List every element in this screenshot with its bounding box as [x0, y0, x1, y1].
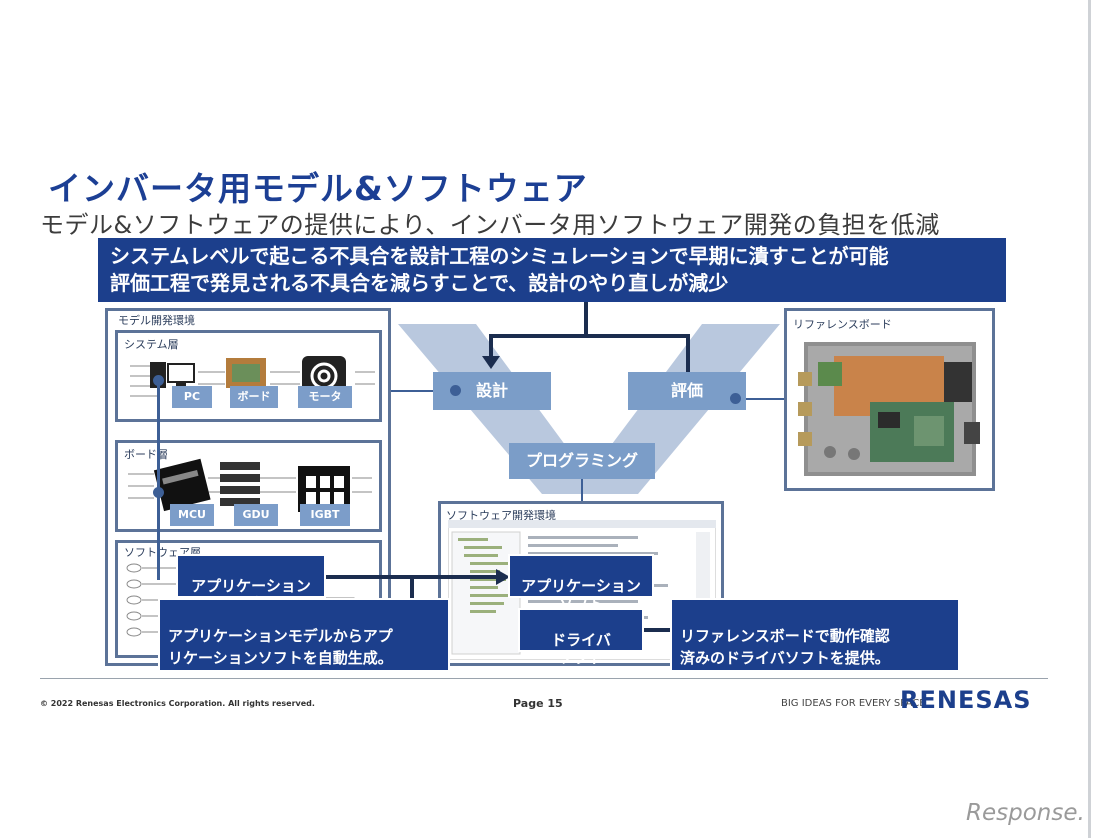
- connector-to-design: [489, 334, 493, 360]
- design-label: 設計: [475, 381, 508, 400]
- driver-software-label: ドライバ ソフト: [551, 631, 611, 667]
- connector-to-evaluation: [686, 334, 690, 374]
- programming-box: プログラミング: [509, 443, 655, 479]
- evaluation-dot: [730, 393, 741, 404]
- slide-subtitle: モデル&ソフトウェアの提供により、インバータ用ソフトウェア開発の負担を低減: [40, 211, 940, 239]
- chip-gdu: GDU: [234, 504, 278, 526]
- chip-mcu: MCU: [170, 504, 214, 526]
- callout-auto-generation: アプリケーションモデルからアプ リケーションソフトを自動生成。 プログラミングの…: [158, 598, 450, 689]
- design-dot: [450, 385, 461, 396]
- callout-left-connector: [410, 575, 414, 601]
- banner-line-2: 評価工程で発見される不具合を減らすことで、設計のやり直しが減少: [110, 271, 729, 295]
- v-process-shape: [398, 324, 780, 494]
- company-tagline: BIG IDEAS FOR EVERY SPACE: [781, 698, 926, 709]
- right-edge-rule: [1088, 0, 1091, 838]
- copyright-text: © 2022 Renesas Electronics Corporation. …: [40, 699, 315, 708]
- reference-board-photo: [798, 342, 980, 476]
- model-layers-connector: [157, 380, 160, 580]
- programming-label: プログラミング: [525, 451, 638, 470]
- chip-board: ボード: [230, 386, 278, 408]
- chip-igbt: IGBT: [300, 504, 350, 526]
- programming-to-software-line: [581, 479, 583, 503]
- evaluation-to-reference-line: [746, 398, 786, 400]
- reference-board-title: リファレンスボード: [793, 318, 892, 331]
- driver-software-box: ドライバ ソフト: [518, 608, 644, 667]
- application-model-box: アプリケーション モデル: [176, 554, 326, 613]
- connector-dot-board: [153, 487, 164, 498]
- banner-line-1: システムレベルで起こる不具合を設計工程のシミュレーションで早期に潰すことが可能: [110, 244, 889, 268]
- driver-callout-connector: [644, 628, 672, 632]
- callout-driver-software-text: リファレンスボードで動作確認 済みのドライバソフトを提供。 プログラミングの負担…: [680, 627, 890, 689]
- footer-divider: [40, 678, 1048, 679]
- callout-driver-software: リファレンスボードで動作確認 済みのドライバソフトを提供。 プログラミングの負担…: [670, 598, 960, 689]
- connector-dot-system: [153, 375, 164, 386]
- arrow-down-to-design-icon: [482, 356, 500, 369]
- chip-pc: PC: [172, 386, 212, 408]
- renesas-logo: RENESAS: [900, 686, 1032, 714]
- chip-motor: モータ: [298, 386, 352, 408]
- application-software-box: アプリケーション ソフト: [508, 554, 654, 613]
- callout-auto-generation-text: アプリケーションモデルからアプ リケーションソフトを自動生成。 プログラミングの…: [168, 627, 393, 689]
- software-dev-environment-title: ソフトウェア開発環境: [446, 509, 556, 522]
- page-number: Page 15: [513, 697, 563, 710]
- model-to-design-line: [391, 390, 435, 392]
- banner-connector-horizontal: [491, 334, 689, 338]
- system-layer-title: システム層: [124, 338, 179, 351]
- banner-connector-vertical: [584, 302, 588, 337]
- model-dev-environment-title: モデル開発環境: [118, 314, 195, 327]
- evaluation-box: 評価: [628, 372, 746, 410]
- summary-banner: システムレベルで起こる不具合を設計工程のシミュレーションで早期に潰すことが可能 …: [98, 238, 1006, 302]
- app-generation-arrow-head-icon: [496, 569, 510, 585]
- response-watermark: Response.: [966, 800, 1085, 826]
- evaluation-label: 評価: [670, 381, 703, 400]
- slide-title: インバータ用モデル&ソフトウェア: [48, 169, 588, 208]
